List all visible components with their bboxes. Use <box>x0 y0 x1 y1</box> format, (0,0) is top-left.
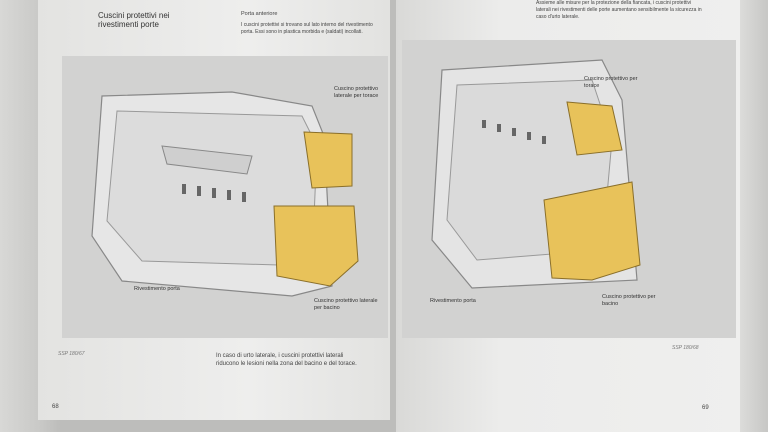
label-door-trim: Rivestimento porta <box>134 286 180 292</box>
left-page: Cuscini protettivi nei rivestimenti port… <box>38 0 390 420</box>
caption-text: In caso di urto laterale, i cuscini prot… <box>216 353 357 367</box>
label-chest-cushion: Cuscino protettivo laterale per torace <box>334 86 379 99</box>
label-door-trim: Rivestimento porta <box>430 298 476 304</box>
page-edges <box>740 0 768 432</box>
figure-code: SSP 180/67 <box>58 351 85 357</box>
figure-code: SSP 180/68 <box>672 345 699 351</box>
door-figure-front: Cuscino protettivo laterale per torace R… <box>62 56 388 338</box>
label-pelvis-cushion: Cuscino protettivo per bacino <box>602 294 656 307</box>
label-chest-cushion: Cuscino protettivo per torace <box>584 76 638 89</box>
label-pelvis-cushion: Cuscino protettivo laterale per bacino <box>314 298 378 311</box>
intro-text: Assieme alle misure per la protezione de… <box>536 0 702 20</box>
door-figure: Cuscino protettivo per torace Rivestimen… <box>402 40 736 338</box>
page-title: Cuscini protettivi nei rivestimenti port… <box>98 11 170 29</box>
page-number: 69 <box>702 405 709 411</box>
intro-text: I cuscini protettivi si trovano sul lato… <box>241 22 373 35</box>
section-subtitle: Porta anteriore <box>241 11 278 17</box>
right-page: Assieme alle misure per la protezione de… <box>396 0 744 432</box>
page-number: 68 <box>52 404 59 410</box>
